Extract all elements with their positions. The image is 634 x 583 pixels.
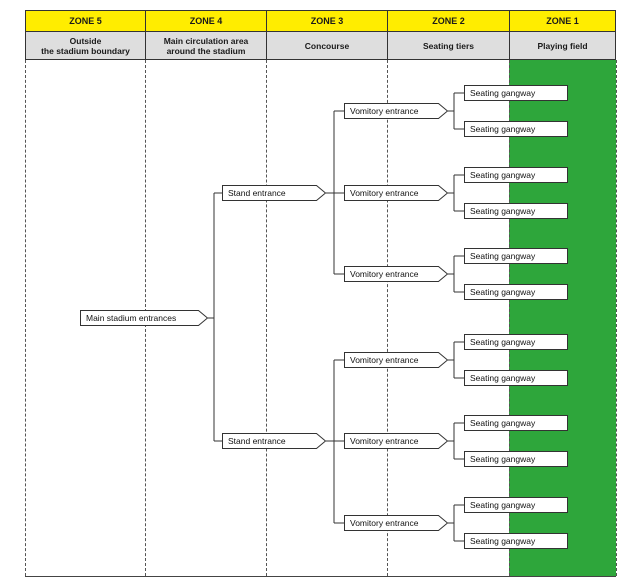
zone-divider	[387, 60, 388, 576]
vomitory-entrance-node-label: Vomitory entrance	[350, 436, 419, 446]
seating-gangway-node: Seating gangway	[464, 451, 568, 467]
seating-gangway-node: Seating gangway	[464, 167, 568, 183]
seating-gangway-node-label: Seating gangway	[470, 337, 536, 347]
zone-3-description: Concourse	[266, 32, 388, 60]
zone-divider	[25, 60, 26, 576]
vomitory-entrance-node-label: Vomitory entrance	[350, 269, 419, 279]
seating-gangway-node-label: Seating gangway	[470, 500, 536, 510]
seating-gangway-node: Seating gangway	[464, 415, 568, 431]
seating-gangway-node: Seating gangway	[464, 370, 568, 386]
seating-gangway-node-label: Seating gangway	[470, 206, 536, 216]
vomitory-entrance-node-label: Vomitory entrance	[350, 355, 419, 365]
seating-gangway-node-label: Seating gangway	[470, 373, 536, 383]
seating-gangway-node-label: Seating gangway	[470, 287, 536, 297]
zone-2-description: Seating tiers	[387, 32, 510, 60]
seating-gangway-node-label: Seating gangway	[470, 536, 536, 546]
stand-entrance-node-label: Stand entrance	[228, 436, 286, 446]
vomitory-entrance-node: Vomitory entrance	[344, 352, 449, 368]
seating-gangway-node: Seating gangway	[464, 121, 568, 137]
zone-divider	[266, 60, 267, 576]
seating-gangway-node-label: Seating gangway	[470, 418, 536, 428]
main-stadium-entrances-node: Main stadium entrances	[80, 310, 209, 326]
seating-gangway-node-label: Seating gangway	[470, 170, 536, 180]
seating-gangway-node-label: Seating gangway	[470, 454, 536, 464]
stand-entrance-node: Stand entrance	[222, 185, 327, 201]
seating-gangway-node-label: Seating gangway	[470, 88, 536, 98]
vomitory-entrance-node: Vomitory entrance	[344, 266, 449, 282]
seating-gangway-node: Seating gangway	[464, 334, 568, 350]
seating-gangway-node-label: Seating gangway	[470, 124, 536, 134]
seating-gangway-node: Seating gangway	[464, 284, 568, 300]
zone-2-header: ZONE 2	[387, 10, 510, 32]
zone-5-description: Outside the stadium boundary	[25, 32, 146, 60]
seating-gangway-node: Seating gangway	[464, 533, 568, 549]
zone-divider	[509, 60, 510, 576]
bottom-rule	[25, 576, 616, 577]
seating-gangway-node: Seating gangway	[464, 203, 568, 219]
zone-1-header: ZONE 1	[509, 10, 616, 32]
seating-gangway-node: Seating gangway	[464, 248, 568, 264]
playing-field-area	[509, 60, 616, 576]
seating-gangway-node-label: Seating gangway	[470, 251, 536, 261]
zone-1-description: Playing field	[509, 32, 616, 60]
vomitory-entrance-node: Vomitory entrance	[344, 185, 449, 201]
main-stadium-entrances-node-label: Main stadium entrances	[86, 313, 177, 323]
seating-gangway-node: Seating gangway	[464, 85, 568, 101]
vomitory-entrance-node-label: Vomitory entrance	[350, 188, 419, 198]
vomitory-entrance-node-label: Vomitory entrance	[350, 106, 419, 116]
vomitory-entrance-node: Vomitory entrance	[344, 433, 449, 449]
vomitory-entrance-node: Vomitory entrance	[344, 103, 449, 119]
zone-divider	[616, 60, 617, 576]
stand-entrance-node: Stand entrance	[222, 433, 327, 449]
vomitory-entrance-node: Vomitory entrance	[344, 515, 449, 531]
zone-4-description: Main circulation area around the stadium	[145, 32, 267, 60]
stand-entrance-node-label: Stand entrance	[228, 188, 286, 198]
seating-gangway-node: Seating gangway	[464, 497, 568, 513]
vomitory-entrance-node-label: Vomitory entrance	[350, 518, 419, 528]
